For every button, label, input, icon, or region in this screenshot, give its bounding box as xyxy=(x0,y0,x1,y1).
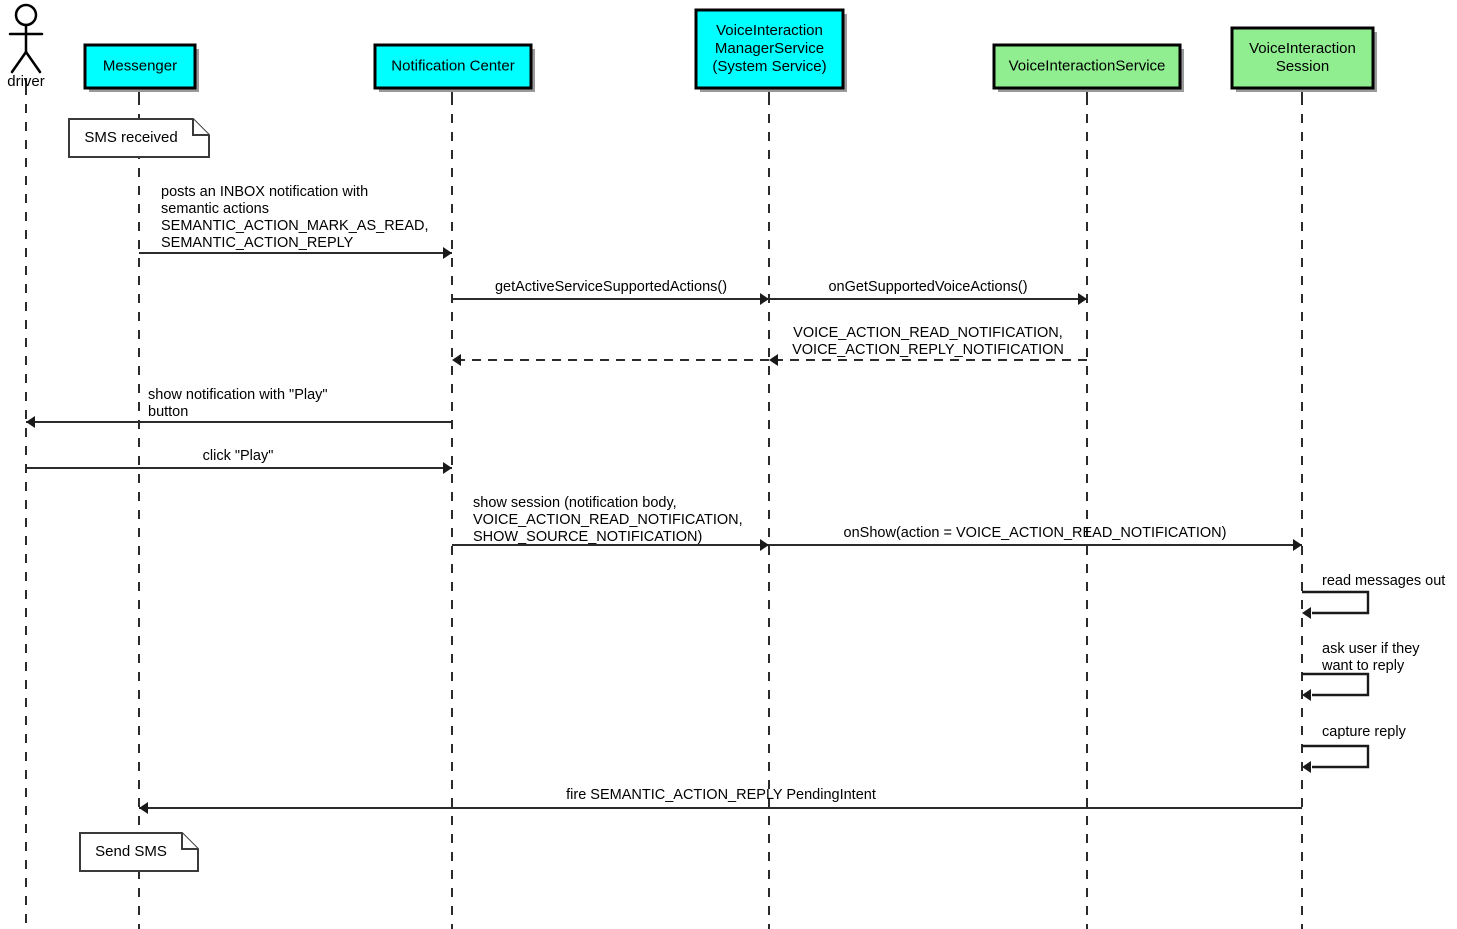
msg-show-session-arrowhead-icon xyxy=(760,539,769,551)
self-msg-capture-reply: capture reply xyxy=(1302,724,1407,773)
self-msg-ask-user-if-they-want-to-reply-label: want to reply xyxy=(1321,658,1405,674)
participant-box-messenger[interactable] xyxy=(83,43,197,90)
msg-return-voice-actions-to-manager-label: VOICE_ACTION_READ_NOTIFICATION, xyxy=(793,325,1063,341)
participant-label-voice-interaction-session: VoiceInteraction xyxy=(1249,40,1356,57)
msg-show-session-label: SHOW_SOURCE_NOTIFICATION) xyxy=(473,529,702,545)
msg-show-notification-with-play-button-arrowhead-icon xyxy=(26,416,35,428)
msg-post-inbox-notification-label: semantic actions xyxy=(161,201,269,217)
msg-return-voice-actions-to-manager-arrowhead-icon xyxy=(769,354,778,366)
participants-layer: driver Messenger Notification Center VoiceI… xyxy=(7,3,1377,92)
msg-return-voice-actions-to-manager-label: VOICE_ACTION_REPLY_NOTIFICATION xyxy=(792,342,1064,358)
participant-box-notification-center[interactable] xyxy=(373,43,533,90)
self-msg-capture-reply-label: capture reply xyxy=(1322,724,1407,740)
participant-label-notification-center: Notification Center xyxy=(391,57,514,74)
msg-on-get-supported-voice-actions-label: onGetSupportedVoiceActions() xyxy=(828,279,1027,295)
participant-messenger[interactable]: Messenger xyxy=(83,43,199,92)
msg-click-play-arrowhead-icon xyxy=(443,462,452,474)
self-msg-read-messages-out: read messages out xyxy=(1302,573,1445,619)
participant-driver[interactable]: driver xyxy=(7,3,45,90)
msg-on-get-supported-voice-actions: onGetSupportedVoiceActions() xyxy=(769,279,1087,305)
msg-show-session-label: show session (notification body, xyxy=(473,495,677,511)
participant-label-messenger: Messenger xyxy=(103,57,177,74)
participant-box-voice-interaction-manager-service[interactable] xyxy=(694,8,845,90)
actor-figure-icon xyxy=(8,3,44,74)
participant-label-voice-interaction-session: Session xyxy=(1276,58,1329,75)
msg-on-show-arrowhead-icon xyxy=(1293,539,1302,551)
self-msg-capture-reply-arrowhead-icon xyxy=(1302,761,1311,773)
msg-on-show-label: onShow(action = VOICE_ACTION_READ_NOTIFI… xyxy=(844,525,1227,541)
msg-post-inbox-notification-label: SEMANTIC_ACTION_MARK_AS_READ, xyxy=(161,218,429,234)
participant-label-voice-interaction-manager-service: ManagerService xyxy=(715,40,824,57)
msg-post-inbox-notification-label: SEMANTIC_ACTION_REPLY xyxy=(161,235,354,251)
msg-click-play-label: click "Play" xyxy=(203,448,274,464)
self-msg-read-messages-out-arrowhead-icon xyxy=(1302,607,1311,619)
participant-voice-interaction-service[interactable]: VoiceInteractionService xyxy=(992,43,1184,92)
msg-post-inbox-notification-label: posts an INBOX notification with xyxy=(161,184,368,200)
self-msg-read-messages-out-label: read messages out xyxy=(1322,573,1445,589)
self-msg-ask-user-if-they-want-to-reply-arrowhead-icon xyxy=(1302,689,1311,701)
msg-show-notification-with-play-button-label: button xyxy=(148,404,188,420)
actor-label-driver: driver xyxy=(7,73,45,90)
note-send-sms[interactable]: Send SMS xyxy=(79,832,199,872)
msg-fire-semantic-action-reply-pending-intent-arrowhead-icon xyxy=(139,802,148,814)
note-sms-received-label: SMS received xyxy=(84,129,177,146)
msg-on-get-supported-voice-actions-arrowhead-icon xyxy=(1078,293,1087,305)
msg-on-show: onShow(action = VOICE_ACTION_READ_NOTIFI… xyxy=(769,525,1302,551)
msg-show-notification-with-play-button-label: show notification with "Play" xyxy=(148,387,328,403)
msg-return-voice-actions-to-notification-center-arrowhead-icon xyxy=(452,354,461,366)
msg-fire-semantic-action-reply-pending-intent-label: fire SEMANTIC_ACTION_REPLY PendingIntent xyxy=(566,787,876,803)
msg-return-voice-actions-to-notification-center xyxy=(452,354,769,366)
participant-label-voice-interaction-service: VoiceInteractionService xyxy=(1009,57,1166,74)
participant-box-voice-interaction-session[interactable] xyxy=(1230,26,1375,90)
self-msg-ask-user-if-they-want-to-reply-label: ask user if they xyxy=(1322,641,1420,657)
msg-show-notification-with-play-button: show notification with "Play"button xyxy=(26,387,452,428)
messages-layer: posts an INBOX notification withsemantic… xyxy=(26,184,1302,814)
msg-post-inbox-notification-arrowhead-icon xyxy=(443,247,452,259)
msg-show-session-label: VOICE_ACTION_READ_NOTIFICATION, xyxy=(473,512,743,528)
note-sms-received[interactable]: SMS received xyxy=(68,118,210,158)
msg-get-active-service-supported-actions-label: getActiveServiceSupportedActions() xyxy=(495,279,727,295)
participant-label-voice-interaction-manager-service: (System Service) xyxy=(712,58,826,75)
participant-notification-center[interactable]: Notification Center xyxy=(373,43,535,92)
msg-post-inbox-notification: posts an INBOX notification withsemantic… xyxy=(139,184,452,259)
msg-get-active-service-supported-actions-arrowhead-icon xyxy=(760,293,769,305)
note-send-sms-label: Send SMS xyxy=(95,843,167,860)
msg-show-session: show session (notification body,VOICE_AC… xyxy=(452,495,769,551)
msg-get-active-service-supported-actions: getActiveServiceSupportedActions() xyxy=(452,279,769,305)
msg-return-voice-actions-to-manager: VOICE_ACTION_READ_NOTIFICATION,VOICE_ACT… xyxy=(769,325,1087,366)
participant-label-voice-interaction-manager-service: VoiceInteraction xyxy=(716,22,823,39)
msg-fire-semantic-action-reply-pending-intent: fire SEMANTIC_ACTION_REPLY PendingIntent xyxy=(139,787,1302,814)
msg-click-play: click "Play" xyxy=(26,448,452,474)
participant-box-voice-interaction-service[interactable] xyxy=(992,43,1182,90)
